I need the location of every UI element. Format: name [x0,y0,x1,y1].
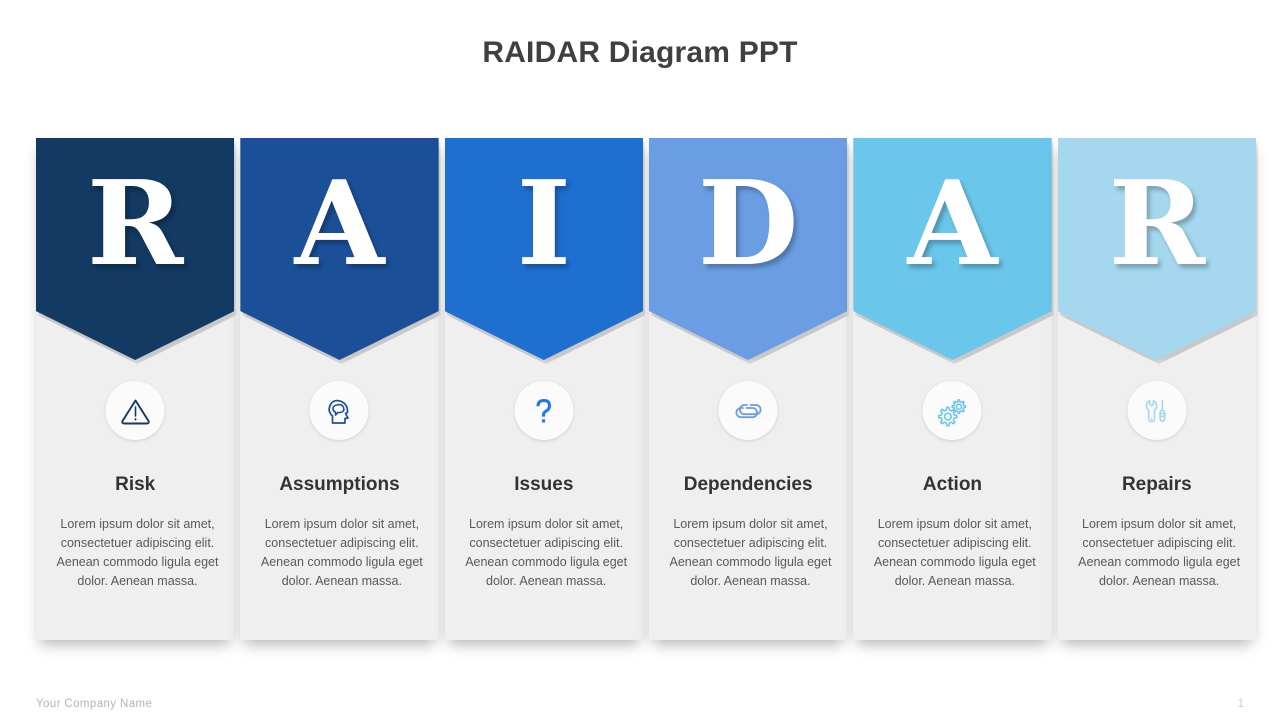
column-body-text: Lorem ipsum dolor sit amet, consectetuer… [873,517,1036,588]
raidar-column-action[interactable]: A Action Lorem ipsum dolor sit amet, con… [853,138,1054,640]
banner-dependencies: D [648,138,848,360]
page-title: RAIDAR Diagram PPT [482,36,798,69]
footer-company-name: Your Company Name [36,698,153,710]
raidar-column-issues[interactable]: I Issues Lorem ipsum dolor sit amet, con… [444,138,645,640]
warning-triangle-icon [105,381,165,440]
banner-letter: R [1108,156,1205,292]
banner-repairs: R [1057,138,1256,360]
wrench-screwdriver-icon [1127,381,1187,440]
column-heading: Action [922,474,983,495]
chain-links-icon [718,381,778,440]
head-brain-icon [309,381,369,440]
column-heading: Repairs [1121,474,1192,495]
column-heading: Issues [514,474,574,495]
banner-assumptions: A [240,138,439,360]
raidar-columns: R Risk Lorem ipsum dolor sit amet, conse… [36,138,1258,640]
column-heading: Dependencies [683,474,813,495]
banner-letter: A [294,156,385,292]
column-body-text: Lorem ipsum dolor sit amet, consectetuer… [56,517,219,588]
column-body-text: Lorem ipsum dolor sit amet, consectetuer… [465,517,628,588]
banner-letter: A [907,156,998,292]
column-body-text: Lorem ipsum dolor sit amet, consectetuer… [669,517,832,588]
banner-letter: D [697,156,799,292]
banner-letter: R [86,156,184,292]
column-heading: Risk [115,474,156,495]
banner-letter: I [516,156,571,292]
question-mark-icon [514,381,574,440]
footer-page-number: 1 [1237,698,1244,710]
banner-risk: R [36,138,235,360]
banner-issues: I [444,138,643,360]
raidar-column-assumptions[interactable]: A Assumptions Lorem ipsum dolor sit amet… [240,138,441,640]
gears-icon [922,381,982,440]
column-body-text: Lorem ipsum dolor sit amet, consectetuer… [260,517,423,588]
raidar-column-risk[interactable]: R Risk Lorem ipsum dolor sit amet, conse… [36,138,237,640]
banner-action: A [853,138,1052,360]
raidar-column-repairs[interactable]: R Repairs Lorem ipsum dolor sit amet, co… [1057,138,1258,640]
column-body-text: Lorem ipsum dolor sit amet, consectetuer… [1078,517,1241,588]
column-heading: Assumptions [279,474,400,495]
raidar-column-dependencies[interactable]: D Dependencies Lorem ipsum dolor sit ame… [648,138,850,640]
